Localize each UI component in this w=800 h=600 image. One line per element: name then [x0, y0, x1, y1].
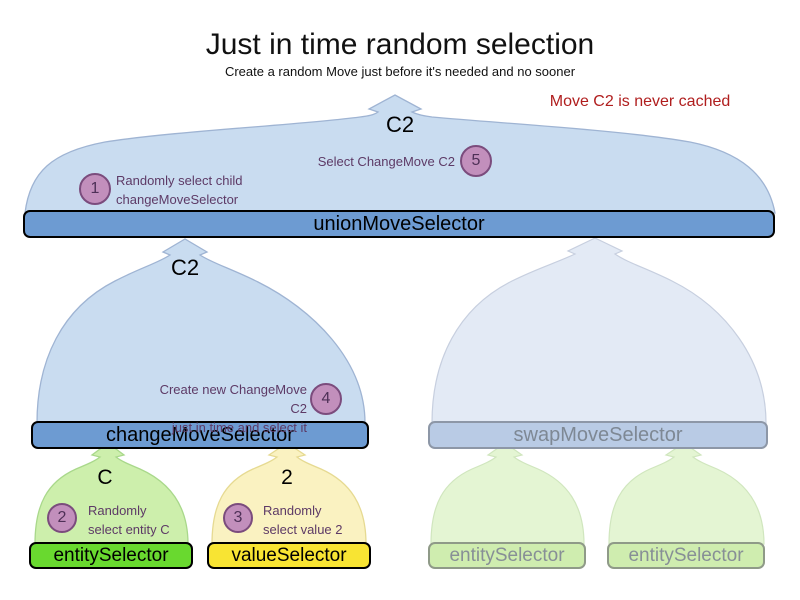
step-2-annotation: Randomly select entity C [88, 502, 208, 540]
step-5-badge: 5 [460, 145, 492, 177]
step-5-line-1: Select ChangeMove C2 [317, 154, 455, 169]
page-title: Just in time random selection [205, 28, 595, 61]
step-4-line-2: just in time and select it [171, 419, 307, 435]
union-dome-arrow-shape [24, 94, 776, 214]
step-3-line-1: Randomly [263, 503, 322, 518]
page-subtitle: Create a random Move just before it's ne… [224, 64, 576, 79]
entity-selector-bar: entitySelector [29, 542, 193, 569]
step-4-line-1: Create new ChangeMove C2 [159, 382, 307, 416]
step-4-annotation: Create new ChangeMove C2 just in time an… [140, 381, 307, 438]
entity-output-label: C [97, 466, 113, 489]
value-output-label: 2 [281, 466, 293, 489]
change-dome-arrow-shape [36, 238, 366, 424]
step-1-line-1: Randomly select child [116, 173, 243, 188]
value-selector-bar: valueSelector [207, 542, 371, 569]
entity-selector-faded-right-bar: entitySelector [607, 542, 765, 569]
entity-faded-left-dome-arrow-shape [430, 442, 585, 545]
step-1-badge: 1 [79, 173, 111, 205]
entity-faded-right-dome-arrow-shape [608, 442, 765, 545]
union-move-selector-bar: unionMoveSelector [23, 210, 775, 238]
entity-selector-faded-left-bar: entitySelector [428, 542, 586, 569]
step-5-annotation: Select ChangeMove C2 [295, 153, 455, 172]
step-2-badge: 2 [47, 503, 77, 533]
step-2-line-2: select entity C [88, 521, 170, 537]
step-1-line-2: changeMoveSelector [116, 191, 239, 207]
step-3-line-2: select value 2 [263, 521, 343, 537]
step-3-annotation: Randomly select value 2 [263, 502, 383, 540]
union-output-label: C2 [385, 112, 415, 137]
step-1-annotation: Randomly select child changeMoveSelector [116, 172, 276, 210]
change-move-selector-bar: changeMoveSelector [31, 421, 369, 449]
step-2-line-1: Randomly [88, 503, 147, 518]
change-output-label: C2 [170, 255, 200, 280]
swap-move-selector-bar: swapMoveSelector [428, 421, 768, 449]
never-cached-note: Move C2 is never cached [549, 93, 731, 110]
step-3-badge: 3 [223, 503, 253, 533]
swap-dome-arrow-shape [431, 237, 767, 424]
step-4-badge: 4 [310, 383, 342, 415]
